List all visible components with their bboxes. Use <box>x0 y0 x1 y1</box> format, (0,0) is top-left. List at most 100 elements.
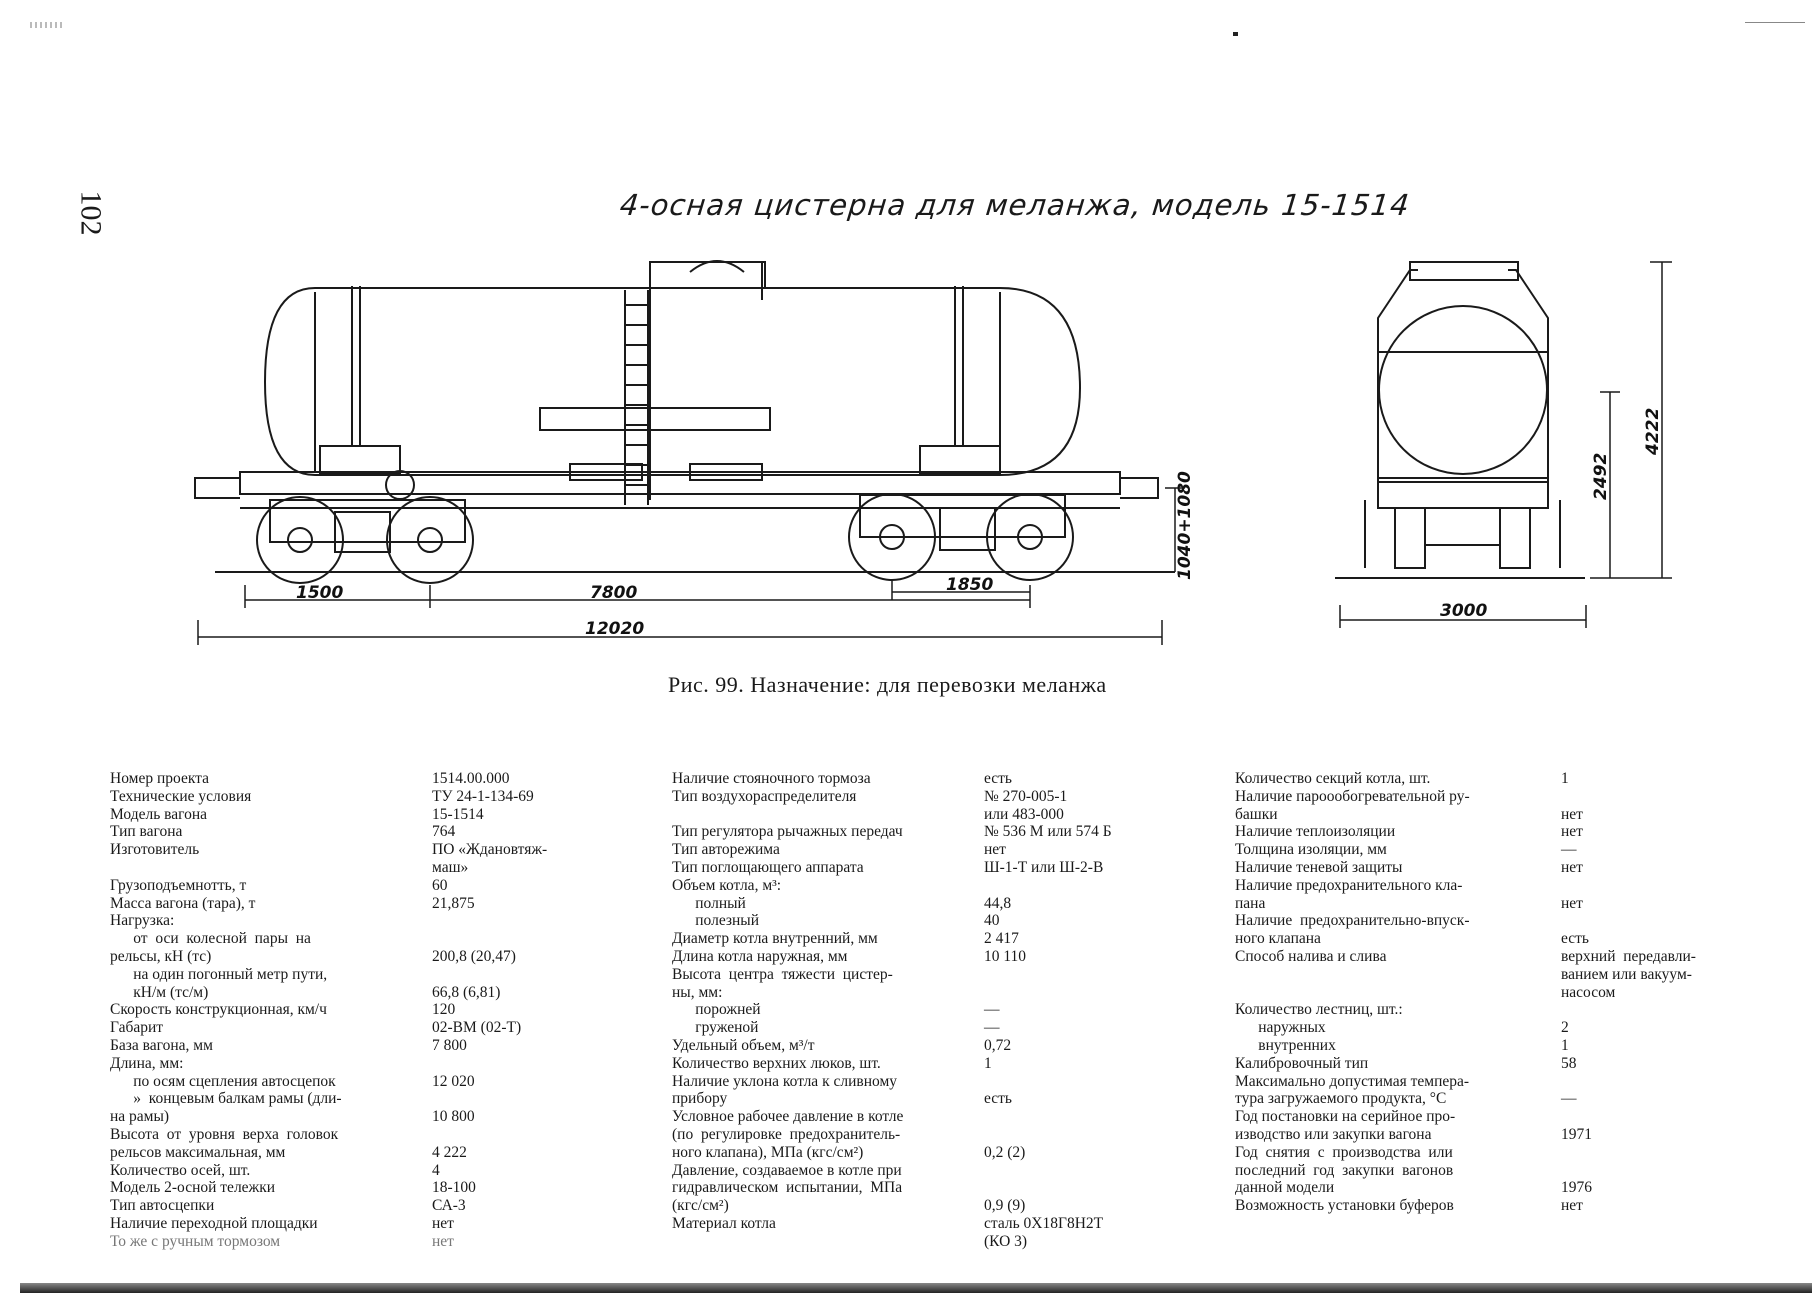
spec-row: Наличие предохранительного кла- пана нет <box>1235 877 1755 913</box>
spec-row: от оси колесной пары на рельсы, кН (тс) … <box>110 930 560 966</box>
spec-label: » концевым балкам рамы (дли- на рамы) <box>110 1090 342 1126</box>
dim-1850: 1850 <box>946 575 993 595</box>
bogie-left <box>256 496 474 584</box>
spec-row: Калибровочный тип 58 <box>1235 1055 1755 1073</box>
hatch-platform <box>649 261 766 289</box>
spec-value: 40 <box>984 912 1000 930</box>
spec-label: Длина, мм: <box>110 1054 184 1072</box>
spec-value: 44,8 <box>984 894 1012 912</box>
dim-4222: 4222 <box>1643 408 1663 456</box>
spec-row: груженой— <box>672 1019 1172 1037</box>
spec-label: То же с ручным тормозом <box>110 1232 281 1250</box>
spec-row: внутренних 1 <box>1235 1037 1755 1055</box>
dim-7800: 7800 <box>590 583 637 603</box>
spec-value: 200,8 (20,47) <box>432 947 516 965</box>
spec-row: Давление, создаваемое в котле при гидрав… <box>672 1162 1172 1215</box>
spec-label: Модель 2-осной тележки <box>110 1179 276 1197</box>
spec-value: нет <box>1561 805 1583 823</box>
spec-row: Модель 2-осной тележки 18-100 <box>110 1179 560 1197</box>
spec-value: 1 <box>1561 1036 1569 1054</box>
spec-label: по осям сцепления автосцепок <box>110 1072 336 1090</box>
spec-label: Высота от уровня верха головок рельсов м… <box>110 1125 339 1161</box>
spec-label: Давление, создаваемое в котле при гидрав… <box>672 1161 903 1215</box>
spec-row: порожней — <box>672 1001 1172 1019</box>
spec-value: нет <box>1561 823 1583 841</box>
spec-label: Наличие пароообогревательной ру- башки <box>1235 787 1470 823</box>
spec-value: 0,2 (2) <box>984 1143 1026 1161</box>
spec-label: на один погонный метр пути, кН/м (тс/м) <box>133 965 328 1001</box>
spec-label: Количество верхних люков, шт. <box>672 1054 881 1072</box>
spec-row: Год снятия с производства или последний … <box>1235 1144 1755 1197</box>
spec-value: 15-1514 <box>432 805 484 823</box>
end-view <box>1335 261 1585 579</box>
bogie-right <box>848 493 1074 581</box>
spec-label: Грузоподъемнотть, т <box>110 876 247 894</box>
spec-label: Объем котла, м³: <box>672 876 782 894</box>
spec-value <box>1555 1001 1561 1019</box>
coupler-right <box>1120 477 1159 499</box>
spec-value: 2 417 <box>984 930 1019 948</box>
spec-label: Толщина изоляции, мм <box>1235 841 1387 859</box>
spec-value: 10 800 <box>432 1108 475 1126</box>
spec-value: 1976 <box>1561 1179 1592 1197</box>
spec-value: 18-100 <box>432 1179 476 1197</box>
underframe <box>239 471 1121 495</box>
dim-2492: 2492 <box>1591 453 1611 500</box>
dim-1500: 1500 <box>296 583 343 603</box>
spec-row: Высота от уровня верха головок рельсов м… <box>110 1126 560 1162</box>
spec-value: — <box>1561 841 1577 859</box>
spec-value: нет <box>432 1214 454 1232</box>
spec-value <box>978 966 984 1002</box>
spec-value: № 536 М или 574 Б <box>984 823 1112 841</box>
spec-label: Калибровочный тип <box>1235 1054 1369 1072</box>
spec-label: груженой <box>672 1019 759 1037</box>
scan-dot <box>1233 32 1238 36</box>
spec-value: нет <box>1561 858 1583 876</box>
spec-label: Технические условия <box>110 787 252 805</box>
spec-label: Количество лестниц, шт.: <box>1235 1001 1403 1019</box>
spec-value <box>426 1055 432 1073</box>
spec-value: 2 <box>1561 1019 1569 1037</box>
spec-label: Способ налива и слива <box>1235 947 1387 965</box>
spec-value: 58 <box>1561 1054 1577 1072</box>
spec-label: Высота центра тяжести цистер- ны, мм: <box>672 965 893 1001</box>
spec-label: Наличие переходной площадки <box>110 1214 318 1232</box>
spec-value: 12 020 <box>432 1072 475 1090</box>
spec-label: внутренних <box>1235 1036 1336 1054</box>
spec-label: порожней <box>672 1001 761 1019</box>
spec-label: Изготовитель <box>110 841 200 859</box>
spec-value: верхний передавли- ванием или вакуум- на… <box>1561 947 1696 1001</box>
spec-label: Количество секций котла, шт. <box>1235 770 1431 787</box>
spec-value: нет <box>1561 894 1583 912</box>
spec-value: сталь 0Х18Г8Н2Т (КО 3) <box>984 1214 1104 1250</box>
spec-value: 02-ВМ (02-Т) <box>432 1019 522 1037</box>
spec-value: есть <box>984 1090 1012 1108</box>
dim-3000: 3000 <box>1440 601 1487 621</box>
spec-value: ТУ 24-1-134-69 <box>432 787 534 805</box>
spec-value: 0,9 (9) <box>984 1197 1026 1215</box>
spec-value: № 270-005-1 или 483-000 <box>984 787 1068 823</box>
tank-car-drawing: 1500 7800 1850 12020 1040+1080 3000 2492… <box>194 260 1672 645</box>
spec-row: Наличие пароообогревательной ру- башки н… <box>1235 788 1755 824</box>
spec-value: — <box>984 1001 1000 1019</box>
spec-value: нет <box>984 841 1006 859</box>
spec-row: Количество осей, шт.4 <box>110 1162 560 1180</box>
scan-mark <box>1745 22 1805 23</box>
